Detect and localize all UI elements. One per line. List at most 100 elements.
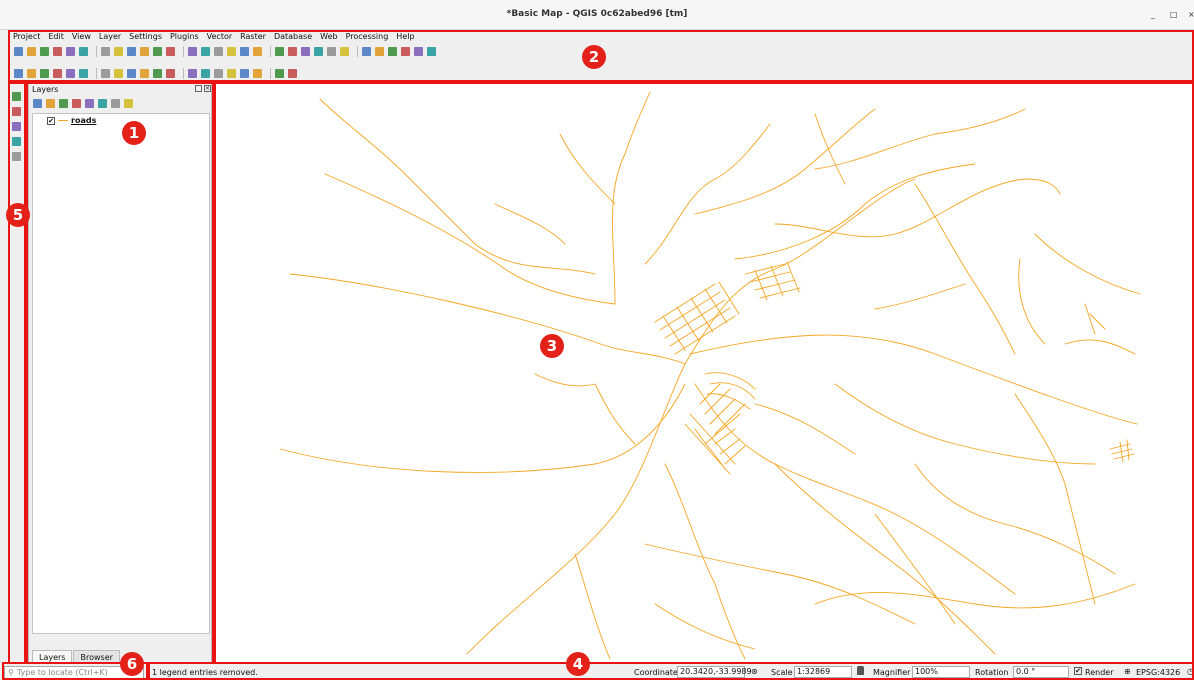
menu-help[interactable]: Help bbox=[396, 32, 415, 41]
select-icon[interactable] bbox=[314, 46, 323, 56]
manage-visibility-icon[interactable] bbox=[59, 98, 68, 108]
zoom-next-icon[interactable] bbox=[214, 46, 223, 56]
copy-icon[interactable] bbox=[127, 68, 136, 78]
scale-field[interactable]: 1:32869 bbox=[794, 666, 852, 678]
save-icon[interactable] bbox=[40, 46, 49, 56]
menu-edit[interactable]: Edit bbox=[48, 32, 64, 41]
lock-scale-icon[interactable] bbox=[857, 666, 864, 675]
menu-vector[interactable]: Vector bbox=[206, 32, 233, 41]
menu-settings[interactable]: Settings bbox=[129, 32, 162, 41]
layout-manager-icon[interactable] bbox=[79, 46, 88, 56]
cut-icon[interactable] bbox=[114, 68, 123, 78]
minimize-button[interactable]: _ bbox=[1151, 10, 1155, 19]
refresh-icon[interactable] bbox=[275, 46, 284, 56]
close-panel-icon[interactable]: × bbox=[204, 85, 211, 92]
undo-icon[interactable] bbox=[153, 68, 162, 78]
label-icon[interactable] bbox=[188, 68, 197, 78]
identify-icon[interactable] bbox=[288, 46, 297, 56]
menu-layer[interactable]: Layer bbox=[98, 32, 122, 41]
plugin-icon[interactable] bbox=[275, 68, 284, 78]
crs-label[interactable]: EPSG:4326 bbox=[1136, 668, 1181, 677]
menu-raster[interactable]: Raster bbox=[240, 32, 266, 41]
toggle-extents-icon[interactable]: ⊛ bbox=[751, 667, 758, 676]
render-checkbox[interactable]: ✔ bbox=[1074, 667, 1082, 675]
new-project-icon[interactable] bbox=[14, 46, 23, 56]
show-label-icon[interactable] bbox=[214, 68, 223, 78]
field-calc-icon[interactable] bbox=[362, 46, 371, 56]
node-tool-icon[interactable] bbox=[79, 68, 88, 78]
pin-label-icon[interactable] bbox=[201, 68, 210, 78]
menu-project[interactable]: Project bbox=[13, 32, 41, 41]
zoom-selection-icon[interactable] bbox=[188, 46, 197, 56]
edit-icon[interactable] bbox=[14, 68, 23, 78]
toolbar-separator bbox=[96, 67, 97, 79]
stats-icon[interactable] bbox=[375, 46, 384, 56]
zoom-layer-icon[interactable] bbox=[166, 46, 175, 56]
magnifier-field[interactable]: 100% bbox=[912, 666, 970, 678]
layers-tree: ✔ roads bbox=[32, 113, 210, 634]
map-canvas[interactable] bbox=[215, 84, 1192, 662]
redo-icon[interactable] bbox=[166, 68, 175, 78]
deselect-icon[interactable] bbox=[327, 46, 336, 56]
float-panel-icon[interactable] bbox=[195, 85, 202, 92]
move-feature-icon[interactable] bbox=[66, 68, 75, 78]
rotation-field[interactable]: 0.0 ° bbox=[1013, 666, 1069, 678]
messages-icon[interactable]: ◷ bbox=[1187, 667, 1194, 676]
zoom-full-icon[interactable] bbox=[153, 46, 162, 56]
menu-plugins[interactable]: Plugins bbox=[169, 32, 199, 41]
menu-web[interactable]: Web bbox=[320, 32, 338, 41]
action-icon[interactable] bbox=[301, 46, 310, 56]
coordinate-field[interactable]: 20.3420,-33.9989 bbox=[677, 666, 752, 678]
collapse-icon[interactable] bbox=[111, 98, 120, 108]
sum-icon[interactable] bbox=[388, 46, 397, 56]
text-annotation-icon[interactable] bbox=[427, 46, 436, 56]
crs-globe-icon[interactable]: ⊕ bbox=[1124, 667, 1131, 676]
layer-row-roads[interactable]: ✔ roads bbox=[47, 116, 96, 125]
add-wfs-icon[interactable] bbox=[12, 137, 21, 146]
maximize-button[interactable]: □ bbox=[1170, 10, 1178, 19]
show-bookmarks-icon[interactable] bbox=[253, 46, 262, 56]
add-wcs-icon[interactable] bbox=[12, 152, 21, 161]
pan-icon[interactable] bbox=[101, 46, 110, 56]
digitize-icon[interactable] bbox=[53, 68, 62, 78]
attribute-table-icon[interactable] bbox=[340, 46, 349, 56]
zoom-in-icon[interactable] bbox=[127, 46, 136, 56]
save-edits-icon[interactable] bbox=[40, 68, 49, 78]
toggle-edit-icon[interactable] bbox=[27, 68, 36, 78]
add-group-icon[interactable] bbox=[46, 98, 55, 108]
layer-visibility-checkbox[interactable]: ✔ bbox=[47, 116, 55, 125]
python-icon[interactable] bbox=[288, 68, 297, 78]
layer-name[interactable]: roads bbox=[71, 116, 97, 125]
expand-icon[interactable] bbox=[98, 98, 107, 108]
tab-browser[interactable]: Browser bbox=[73, 650, 120, 665]
add-raster-icon[interactable] bbox=[12, 107, 21, 116]
menu-view[interactable]: View bbox=[71, 32, 91, 41]
save-as-icon[interactable] bbox=[53, 46, 62, 56]
delete-icon[interactable] bbox=[101, 68, 110, 78]
add-vector-icon[interactable] bbox=[12, 92, 21, 101]
add-wms-icon[interactable] bbox=[12, 122, 21, 131]
tab-layers[interactable]: Layers bbox=[32, 650, 73, 665]
measure-icon[interactable] bbox=[401, 46, 410, 56]
print-layout-icon[interactable] bbox=[66, 46, 75, 56]
move-label-icon[interactable] bbox=[227, 68, 236, 78]
menu-database[interactable]: Database bbox=[273, 32, 313, 41]
annotation-icon[interactable] bbox=[414, 46, 423, 56]
zoom-out-icon[interactable] bbox=[140, 46, 149, 56]
zoom-last-icon[interactable] bbox=[201, 46, 210, 56]
filter-expression-icon[interactable] bbox=[85, 98, 94, 108]
open-project-icon[interactable] bbox=[27, 46, 36, 56]
menu-processing[interactable]: Processing bbox=[345, 32, 389, 41]
bookmark-icon[interactable] bbox=[240, 46, 249, 56]
filter-icon[interactable] bbox=[72, 98, 81, 108]
new-map-view-icon[interactable] bbox=[227, 46, 236, 56]
pan-to-selection-icon[interactable] bbox=[114, 46, 123, 56]
close-button[interactable]: × bbox=[1188, 10, 1194, 19]
change-label-icon[interactable] bbox=[253, 68, 262, 78]
locator-input[interactable]: Type to locate (Ctrl+K) bbox=[16, 668, 108, 677]
paste-icon[interactable] bbox=[140, 68, 149, 78]
open-styling-icon[interactable] bbox=[33, 98, 42, 108]
toolbar-separator bbox=[96, 45, 97, 57]
remove-layer-icon[interactable] bbox=[124, 98, 133, 108]
rotate-label-icon[interactable] bbox=[240, 68, 249, 78]
